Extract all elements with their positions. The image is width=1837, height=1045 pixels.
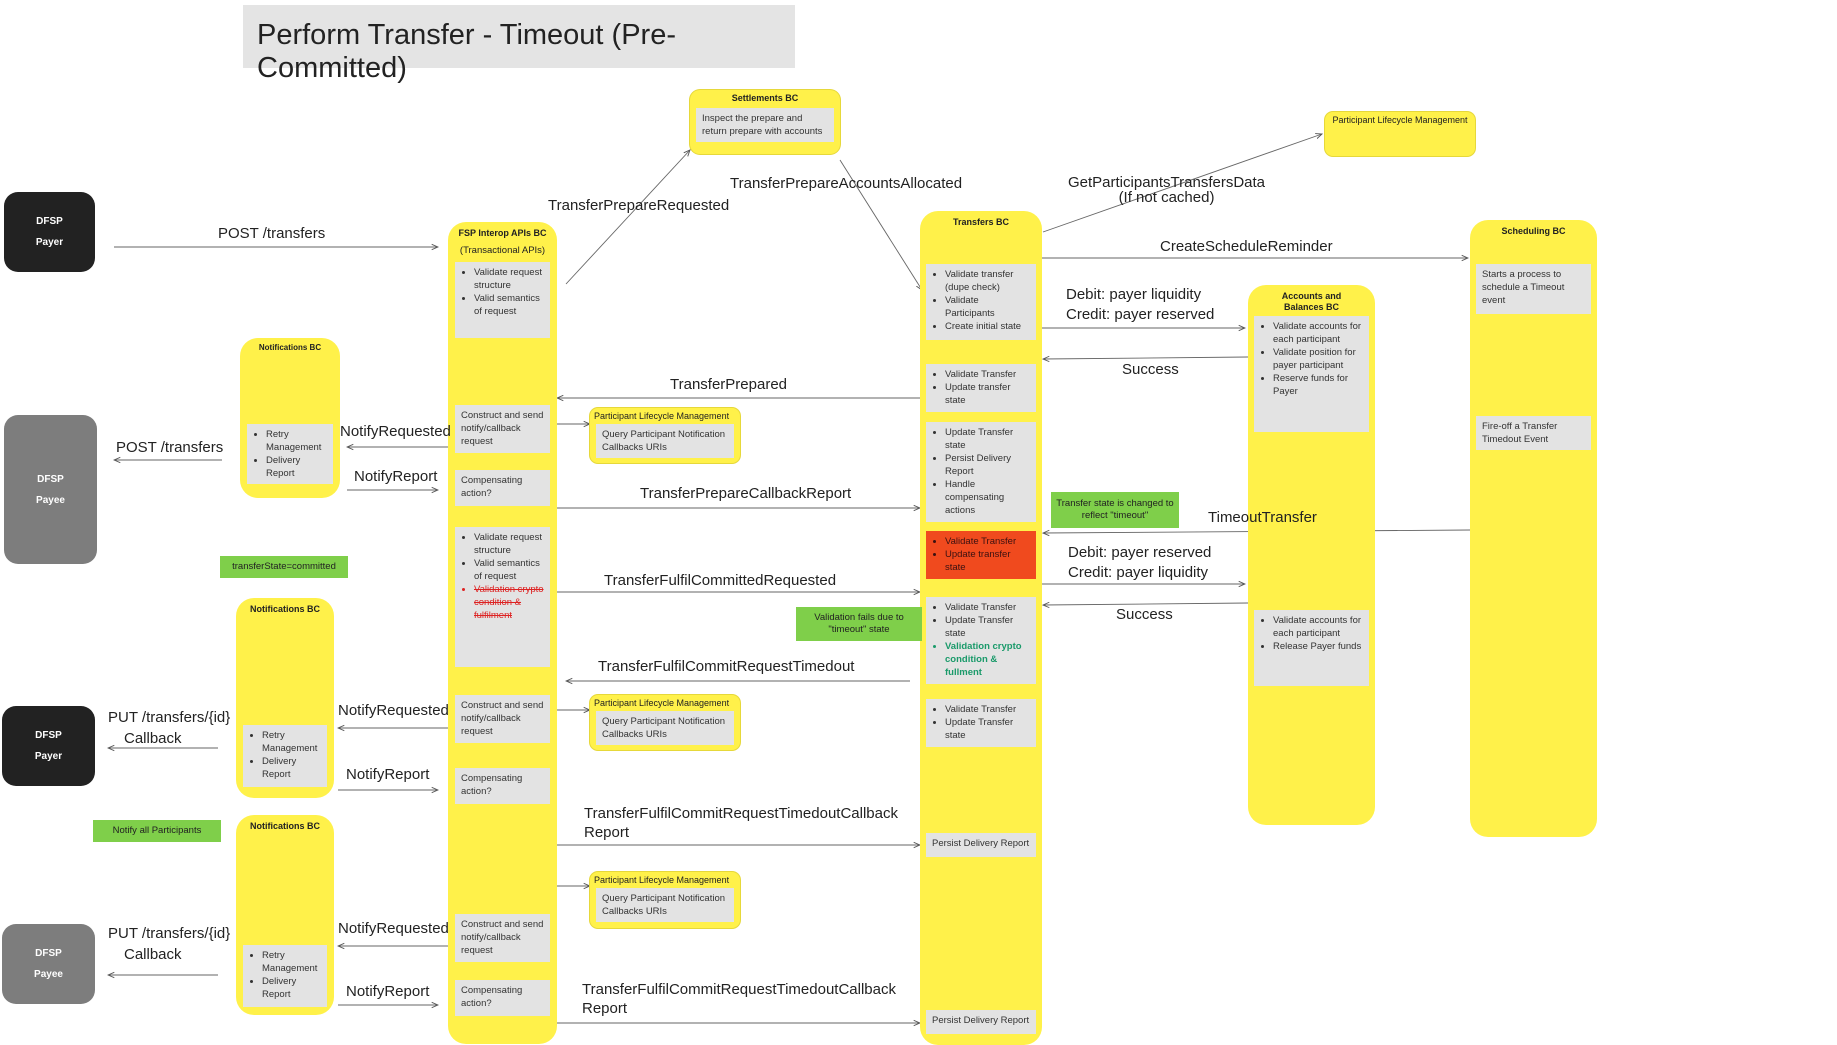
msg-timedout-callback-report-1: TransferFulfilCommitRequestTimedoutCallb… bbox=[584, 805, 898, 841]
fsp-compensating-box-2: Compensating action? bbox=[455, 768, 550, 804]
msg-notify-requested-3: NotifyRequested bbox=[338, 920, 449, 937]
settlements-title: Settlements BC bbox=[731, 93, 799, 103]
msg-callback-2: Callback bbox=[124, 946, 182, 963]
plm-box-3: Participant Lifecycle Management Query P… bbox=[590, 872, 740, 928]
payee-label: Payee bbox=[36, 494, 65, 506]
note-validation-fails: Validation fails due to "timeout" state bbox=[796, 607, 922, 641]
payee-label: Payee bbox=[34, 969, 63, 980]
note-notify-all: Notify all Participants bbox=[93, 820, 221, 842]
dfsp-payee-1: DFSP Payee bbox=[4, 415, 97, 564]
msg-transfer-prepared: TransferPrepared bbox=[670, 376, 787, 393]
tr-validate-box-1: Validate transfer (dupe check)Validate P… bbox=[926, 264, 1036, 340]
tr-validate-box-3: Validate TransferUpdate Transfer stateVa… bbox=[926, 597, 1036, 684]
note-state-changed: Transfer state is changed to reflect "ti… bbox=[1051, 492, 1179, 528]
dfsp-payer-1: DFSP Payer bbox=[4, 192, 95, 272]
sched-start-box: Starts a process to schedule a Timeout e… bbox=[1476, 264, 1591, 314]
msg-transfer-fulfil-committed-requested: TransferFulfilCommittedRequested bbox=[604, 572, 837, 589]
notifications-title-3: Notifications BC bbox=[249, 821, 320, 831]
fsp-compensating-box-3: Compensating action? bbox=[455, 980, 550, 1016]
tr-red-validate-box: Validate TransferUpdate transfer state bbox=[926, 531, 1036, 579]
msg-credit-payer-liquidity: Credit: payer liquidity bbox=[1068, 564, 1209, 581]
msg-put-transfers-1: PUT /transfers/{id} bbox=[108, 709, 231, 726]
msg-debit-payer-reserved: Debit: payer reserved bbox=[1068, 544, 1212, 561]
payer-label: Payer bbox=[34, 751, 63, 762]
ab-reserve-box: Validate accounts for each participantVa… bbox=[1254, 316, 1369, 432]
fsp-validate-box-2: Validate request structureValid semantic… bbox=[455, 527, 550, 667]
notif-items-box-1: Retry ManagementDelivery Report bbox=[247, 424, 333, 484]
diagram-title: Perform Transfer - Timeout (Pre-Committe… bbox=[257, 19, 676, 84]
msg-notify-requested-2: NotifyRequested bbox=[338, 702, 449, 719]
tr-persist-box-2: Persist Delivery Report bbox=[926, 1010, 1036, 1034]
msg-post-transfers-2: POST /transfers bbox=[116, 439, 224, 456]
msg-debit-payer-liquidity: Debit: payer liquidity bbox=[1066, 286, 1202, 303]
tr-validate-box-2: Validate TransferUpdate transfer state bbox=[926, 364, 1036, 412]
fsp-interop-subtitle: (Transactional APIs) bbox=[459, 245, 546, 256]
dfsp-label: DFSP bbox=[37, 473, 64, 485]
tr-validate-box-4: Validate TransferUpdate Transfer state bbox=[926, 699, 1036, 747]
notif-items-box-3: Retry ManagementDelivery Report bbox=[243, 945, 327, 1007]
plm-box-1: Participant Lifecycle Management Query P… bbox=[590, 408, 740, 463]
fsp-validate-box-1: Validate request structureValid semantic… bbox=[455, 262, 550, 338]
msg-credit-payer-reserved: Credit: payer reserved bbox=[1066, 306, 1215, 323]
fsp-interop-title: FSP Interop APIs BC bbox=[458, 228, 547, 238]
diagram-title-box: Perform Transfer - Timeout (Pre-Committe… bbox=[243, 5, 795, 84]
ab-release-box: Validate accounts for each participantRe… bbox=[1254, 610, 1369, 686]
dfsp-label: DFSP bbox=[35, 948, 62, 959]
msg-success-2: Success bbox=[1116, 606, 1173, 623]
payer-label: Payer bbox=[35, 237, 64, 248]
msg-create-schedule-reminder: CreateScheduleReminder bbox=[1160, 238, 1333, 255]
settlements-inspect-box: Inspect the prepare and return prepare w… bbox=[696, 108, 834, 142]
notif-items-box-2: Retry ManagementDelivery Report bbox=[243, 725, 327, 787]
msg-get-participants: GetParticipantsTransfersData (If not cac… bbox=[1068, 174, 1266, 206]
msg-timedout-callback-report-2: TransferFulfilCommitRequestTimedoutCallb… bbox=[582, 981, 896, 1017]
msg-callback-1: Callback bbox=[124, 730, 182, 747]
participant-lifecycle-top-title: Participant Lifecycle Management bbox=[1332, 115, 1468, 125]
msg-notify-requested-1: NotifyRequested bbox=[340, 423, 451, 440]
msg-notify-report-1: NotifyReport bbox=[354, 468, 438, 485]
participant-lifecycle-top: Participant Lifecycle Management bbox=[1325, 112, 1475, 156]
sched-fire-box: Fire-off a Transfer Timedout Event bbox=[1476, 416, 1591, 450]
fsp-construct-box-3: Construct and send notify/callback reque… bbox=[455, 914, 550, 962]
msg-transfer-prepare-requested: TransferPrepareRequested bbox=[548, 197, 730, 214]
msg-success-1: Success bbox=[1122, 361, 1179, 378]
msg-transfer-prepare-accounts-allocated: TransferPrepareAccountsAllocated bbox=[730, 175, 963, 192]
plm-box-2: Participant Lifecycle Management Query P… bbox=[590, 695, 740, 750]
notifications-title-2: Notifications BC bbox=[249, 604, 320, 614]
msg-notify-report-3: NotifyReport bbox=[346, 983, 430, 1000]
scheduling-lane: Scheduling BC bbox=[1470, 220, 1597, 837]
dfsp-payer-2: DFSP Payer bbox=[2, 706, 95, 786]
dfsp-label: DFSP bbox=[36, 216, 63, 227]
tr-persist-box-1: Persist Delivery Report bbox=[926, 833, 1036, 857]
msg-transfer-fulfil-commit-request-timedout: TransferFulfilCommitRequestTimedout bbox=[598, 658, 855, 675]
dfsp-payee-2: DFSP Payee bbox=[2, 924, 95, 1004]
msg-post-transfers-1: POST /transfers bbox=[218, 225, 326, 242]
scheduling-title: Scheduling BC bbox=[1501, 226, 1566, 236]
fsp-compensating-box-1: Compensating action? bbox=[455, 470, 550, 506]
notifications-title-1: Notifications BC bbox=[258, 343, 322, 352]
fsp-construct-box-2: Construct and send notify/callback reque… bbox=[455, 695, 550, 743]
msg-put-transfers-2: PUT /transfers/{id} bbox=[108, 925, 231, 942]
dfsp-label: DFSP bbox=[35, 730, 62, 741]
msg-timeout-transfer: TimeoutTransfer bbox=[1208, 509, 1317, 526]
note-committed: transferState=committed bbox=[220, 556, 348, 578]
accounts-balances-title: Accounts and Balances BC bbox=[1281, 291, 1342, 312]
fsp-construct-box-1: Construct and send notify/callback reque… bbox=[455, 405, 550, 453]
msg-transfer-prepare-callback-report: TransferPrepareCallbackReport bbox=[640, 485, 852, 502]
transfers-title: Transfers BC bbox=[952, 217, 1010, 227]
settlements-bc: Settlements BC Inspect the prepare and r… bbox=[690, 90, 840, 154]
msg-notify-report-2: NotifyReport bbox=[346, 766, 430, 783]
